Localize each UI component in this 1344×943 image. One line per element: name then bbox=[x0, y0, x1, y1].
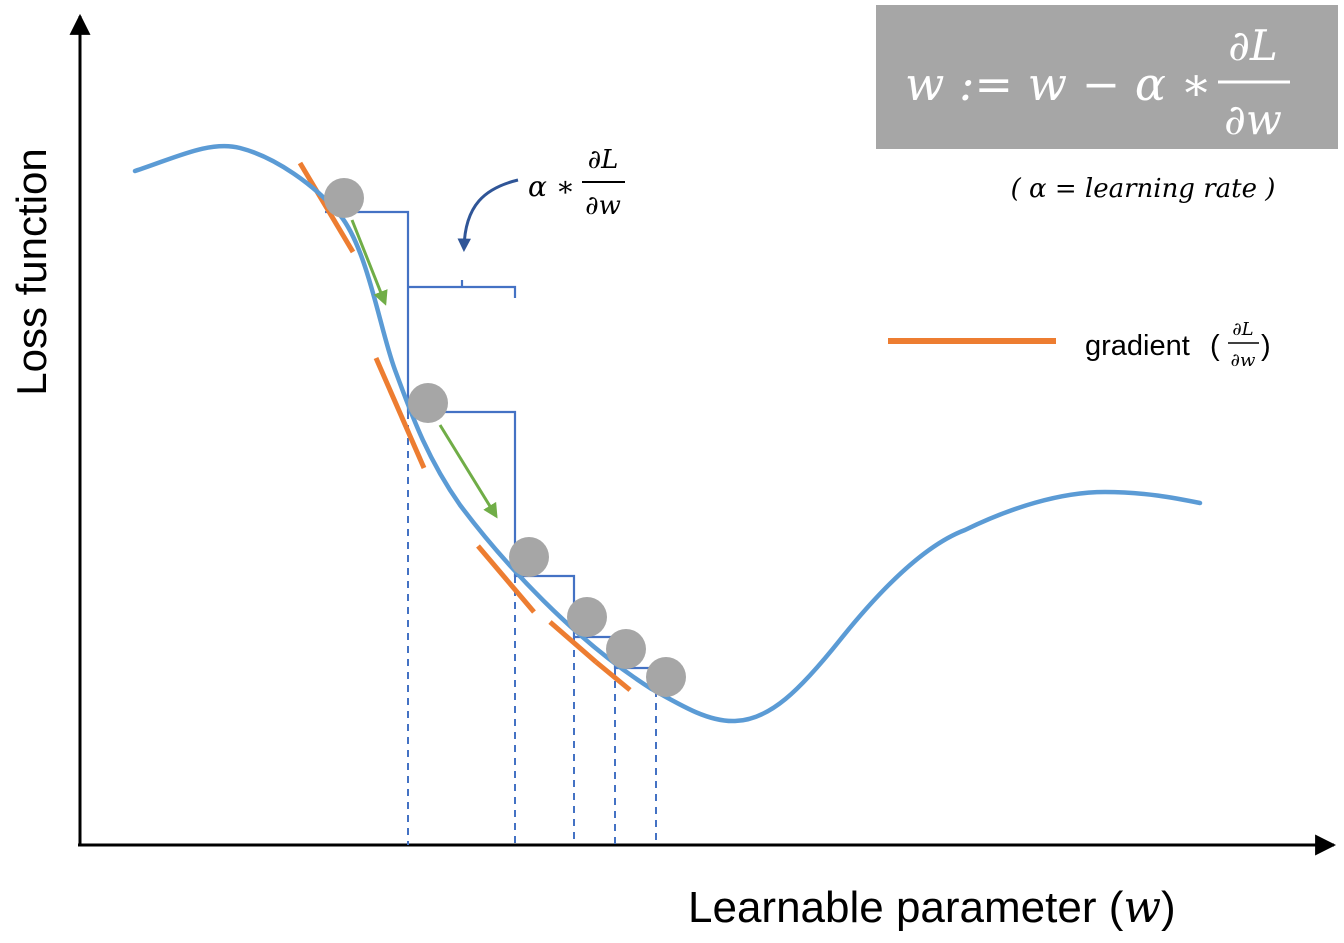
y-axis-label: Loss function bbox=[8, 148, 55, 396]
x-axis-label-var: w bbox=[1123, 882, 1161, 933]
step-pointer-arrow bbox=[457, 178, 519, 253]
gradient-tangent bbox=[594, 660, 632, 692]
update-rule-box: w := w − α ∗ ∂L ∂w bbox=[876, 5, 1338, 149]
motion-arrow bbox=[438, 424, 498, 519]
update-rule-background bbox=[876, 5, 1338, 149]
gradient-tangent bbox=[476, 544, 536, 614]
ball bbox=[646, 657, 686, 697]
balls bbox=[324, 178, 686, 697]
legend-paren-close: ) bbox=[1261, 330, 1271, 362]
motion-arrow bbox=[350, 219, 388, 306]
ball bbox=[509, 537, 549, 577]
step-label-prefix: α ∗ bbox=[528, 170, 575, 203]
update-rule-denominator: ∂w bbox=[1224, 95, 1282, 144]
update-rule-numerator: ∂L bbox=[1228, 21, 1278, 70]
gradient-tangent bbox=[373, 357, 427, 469]
learning-rate-note: ( α = learning rate ) bbox=[1011, 174, 1276, 204]
legend-numerator: ∂L bbox=[1232, 319, 1253, 340]
dashed-projections bbox=[407, 412, 657, 845]
ball bbox=[606, 629, 646, 669]
update-rule-lhs: w := w − α ∗ bbox=[905, 57, 1212, 111]
legend-gradient-label: gradient bbox=[1085, 330, 1190, 362]
legend-denominator: ∂w bbox=[1231, 350, 1256, 371]
gradient-tangent bbox=[548, 620, 598, 664]
legend-paren-open: ( bbox=[1210, 330, 1220, 362]
step-size-label: α ∗ ∂L ∂w bbox=[528, 145, 625, 221]
x-axis-label-close: ) bbox=[1161, 883, 1176, 932]
x-axis-label: Learnable parameter (w) bbox=[688, 882, 1176, 933]
ball bbox=[408, 383, 448, 423]
motion-arrows bbox=[350, 219, 498, 519]
step-label-numerator: ∂L bbox=[588, 145, 619, 175]
legend: gradient ( ∂L ∂w ) bbox=[888, 319, 1271, 371]
x-axis-label-text: Learnable parameter ( bbox=[688, 883, 1124, 932]
step-bracket bbox=[408, 280, 517, 298]
step-label-denominator: ∂w bbox=[585, 191, 621, 221]
ball bbox=[324, 178, 364, 218]
loss-curve bbox=[132, 143, 1203, 724]
ball bbox=[567, 597, 607, 637]
